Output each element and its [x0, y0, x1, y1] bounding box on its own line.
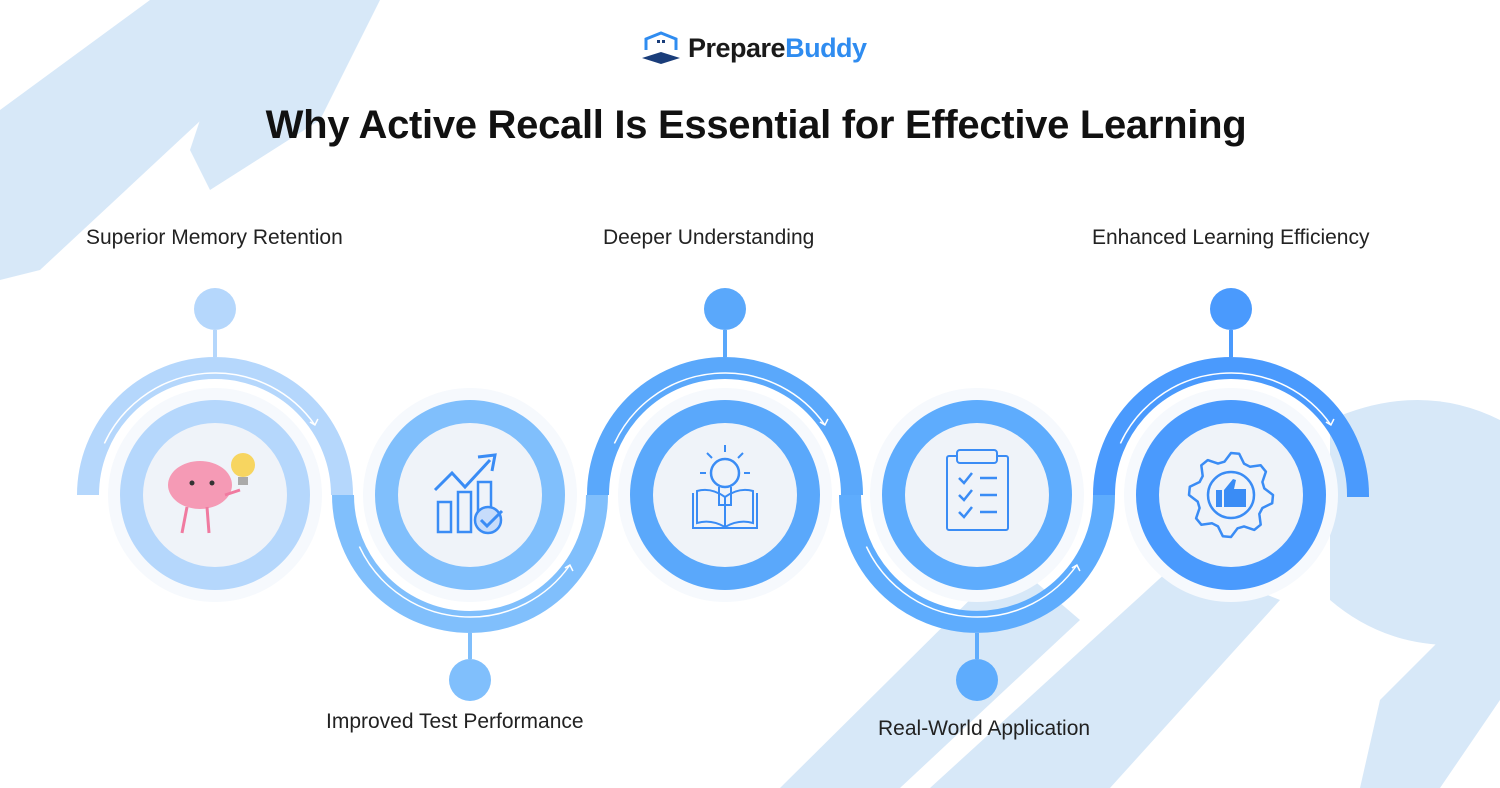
- arrow-head-icon: [1325, 418, 1335, 427]
- page-title: Why Active Recall Is Essential for Effec…: [265, 103, 1247, 147]
- clipboard-checklist-icon: [946, 449, 1009, 531]
- step-label-2: Improved Test Performance: [326, 710, 584, 733]
- inner-circle: [653, 423, 797, 567]
- connector-arc: [1093, 357, 1369, 496]
- arrow-head-icon: [564, 563, 574, 572]
- connector-arc: [587, 357, 863, 496]
- logo-text-buddy: Buddy: [785, 32, 867, 63]
- school-building-icon: [642, 31, 680, 64]
- arrow-guide: [103, 372, 316, 444]
- arrow-head-icon: [1071, 563, 1081, 572]
- connector-arc: [332, 494, 608, 633]
- step-label-3: Deeper Understanding: [603, 226, 815, 249]
- arrow-guide: [613, 372, 826, 444]
- connector-arc: [77, 357, 353, 496]
- marker-dot: [194, 288, 236, 330]
- arrow-head-icon: [819, 418, 829, 427]
- step-3: [587, 288, 863, 602]
- marker-dot: [704, 288, 746, 330]
- connector-arc: [839, 494, 1115, 633]
- step-4: [839, 388, 1115, 701]
- preparebuddy-logo: PrepareBuddy: [640, 30, 867, 66]
- inner-circle: [905, 423, 1049, 567]
- arrow-guide: [1119, 372, 1332, 444]
- step-1: [77, 288, 353, 602]
- marker-dot: [956, 659, 998, 701]
- marker-dot: [449, 659, 491, 701]
- lightbulb-book-icon: [692, 445, 758, 529]
- step-label-4: Real-World Application: [878, 717, 1091, 740]
- logo-text-prepare: Prepare: [688, 32, 786, 63]
- marker-dot: [1210, 288, 1252, 330]
- step-label-1: Superior Memory Retention: [86, 226, 343, 249]
- gear-thumbs-up-icon: [1187, 451, 1275, 539]
- step-5: [1093, 288, 1369, 602]
- brain-lightbulb-icon: [168, 453, 255, 534]
- step-label-5: Enhanced Learning Efficiency: [1092, 226, 1370, 249]
- chart-check-icon: [433, 453, 504, 535]
- step-2: [332, 388, 608, 701]
- arrow-guide: [358, 546, 571, 618]
- arrow-head-icon: [309, 418, 319, 427]
- arrow-guide: [865, 546, 1078, 618]
